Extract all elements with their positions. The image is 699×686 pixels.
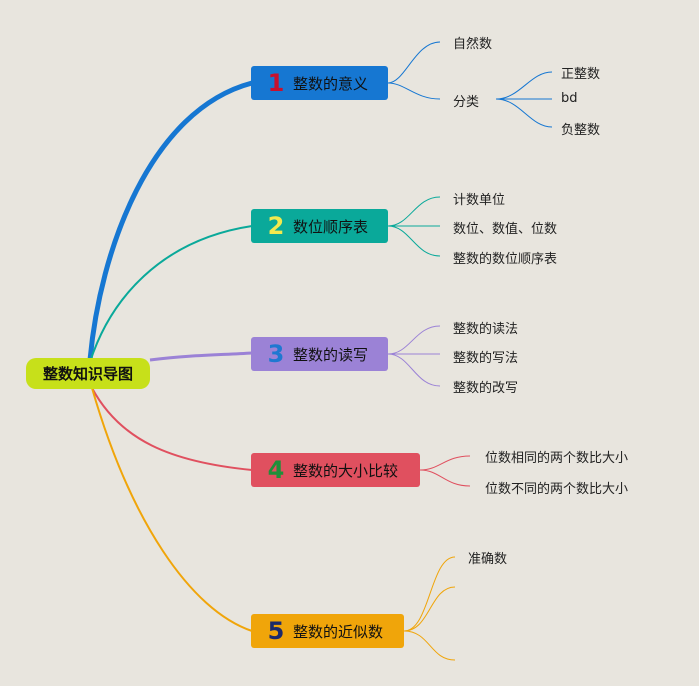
leaf-node[interactable]: 准确数	[468, 552, 508, 567]
branch-label-4: 整数的大小比较	[293, 461, 399, 480]
branch-number-3: 3	[267, 340, 285, 368]
branch-label-2: 数位顺序表	[293, 217, 369, 236]
branch-node-2[interactable]: 2 数位顺序表	[251, 209, 388, 243]
branch-node-1[interactable]: 1 整数的意义	[251, 66, 388, 100]
root-node[interactable]: 整数知识导图	[26, 358, 150, 389]
leaf-node[interactable]: 位数相同的两个数比大小	[485, 451, 629, 466]
leaf-node[interactable]: 计数单位	[453, 193, 506, 208]
branch-node-3[interactable]: 3 整数的读写	[251, 337, 388, 371]
leaf-node[interactable]: 自然数	[453, 37, 493, 52]
branch-number-5: 5	[267, 617, 285, 645]
branch-label-5: 整数的近似数	[293, 622, 384, 641]
leaf-node[interactable]: bd	[561, 91, 578, 106]
branch-number-1: 1	[267, 69, 285, 97]
leaf-node[interactable]: 整数的改写	[453, 381, 519, 396]
branch-node-5[interactable]: 5 整数的近似数	[251, 614, 404, 648]
leaf-node[interactable]: 数位、数值、位数	[453, 222, 558, 237]
branch-number-2: 2	[267, 212, 285, 240]
branch-node-4[interactable]: 4 整数的大小比较	[251, 453, 420, 487]
leaf-node[interactable]: 正整数	[561, 67, 601, 82]
branch-label-3: 整数的读写	[293, 345, 369, 364]
leaf-node[interactable]: 整数的写法	[453, 351, 519, 366]
leaf-node[interactable]: 分类	[453, 95, 480, 110]
branch-label-1: 整数的意义	[293, 74, 369, 93]
leaf-node[interactable]: 整数的数位顺序表	[453, 252, 558, 267]
leaf-node[interactable]: 位数不同的两个数比大小	[485, 482, 629, 497]
branch-number-4: 4	[267, 456, 285, 484]
leaf-node[interactable]: 负整数	[561, 123, 601, 138]
leaf-node[interactable]: 整数的读法	[453, 322, 519, 337]
